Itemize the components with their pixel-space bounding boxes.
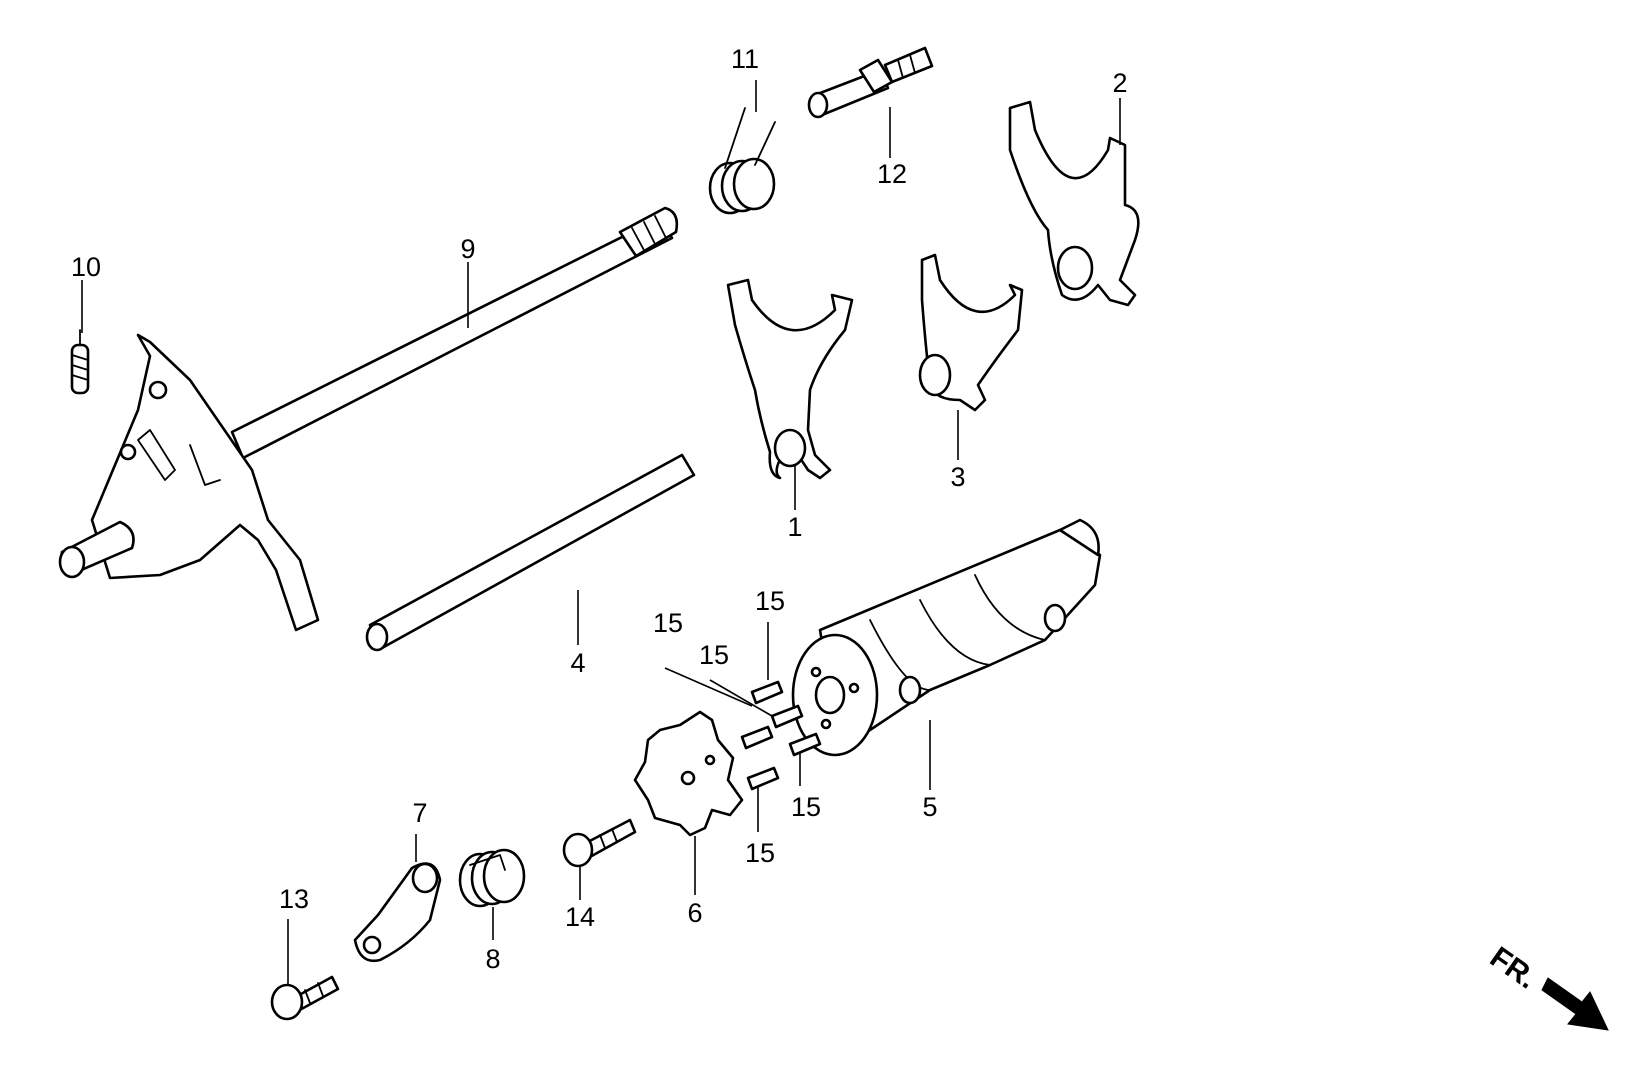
shift-fork-shaft (365, 453, 696, 652)
callout-6: 6 (687, 898, 702, 928)
spring-11 (708, 107, 776, 215)
callout-5: 5 (922, 792, 937, 822)
front-arrow-icon (1541, 977, 1609, 1031)
callout-14: 14 (565, 902, 595, 932)
callout-4: 4 (570, 648, 585, 678)
shift-drum (791, 518, 1102, 757)
gearshift-spindle (230, 206, 679, 460)
bolt-12 (807, 46, 934, 119)
callout-10: 10 (71, 252, 101, 282)
callout-9: 9 (460, 234, 475, 264)
callout-15-a: 15 (755, 586, 785, 616)
callout-7: 7 (412, 798, 427, 828)
callout-2: 2 (1112, 68, 1127, 98)
shift-fork-1 (726, 278, 854, 480)
bolt-14 (562, 818, 637, 868)
callout-12: 12 (877, 159, 907, 189)
callout-13: 13 (279, 884, 309, 914)
leader-lines (81, 80, 1121, 985)
gearshift-arm-plate (58, 333, 320, 632)
dowel-pins (740, 680, 822, 791)
stopper-spring (458, 848, 526, 908)
shift-fork-2 (1008, 100, 1140, 307)
callout-15-b: 15 (653, 608, 683, 638)
callout-numbers: 9 10 11 12 2 1 3 4 5 6 7 8 13 14 15 15 1… (71, 44, 1128, 974)
stopper-arm (353, 862, 442, 963)
star-plate (633, 710, 744, 837)
spring-pin-10 (70, 329, 90, 395)
callout-15-c: 15 (699, 640, 729, 670)
shift-fork-3 (918, 253, 1024, 412)
bolt-13 (270, 975, 340, 1021)
callout-1: 1 (787, 512, 802, 542)
callout-15-d: 15 (791, 792, 821, 822)
callout-3: 3 (950, 462, 965, 492)
callout-15-e: 15 (745, 838, 775, 868)
callout-11: 11 (731, 44, 759, 74)
front-label: FR. (1484, 941, 1543, 996)
callout-8: 8 (485, 944, 500, 974)
front-direction-indicator: FR. (1484, 941, 1609, 1031)
